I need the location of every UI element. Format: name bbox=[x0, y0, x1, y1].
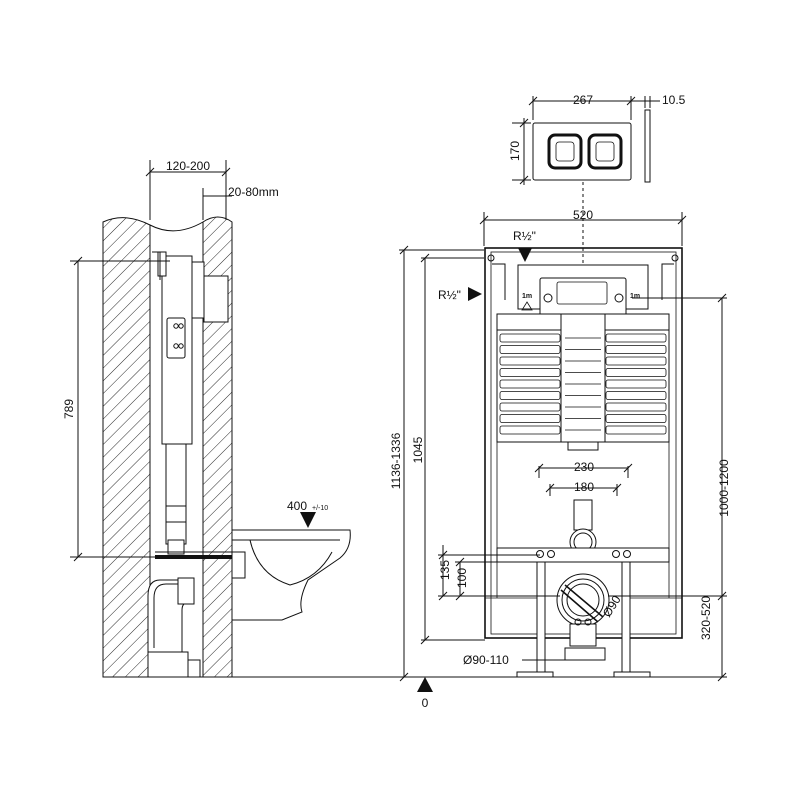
cistern-rib bbox=[499, 414, 561, 423]
cistern-rib bbox=[605, 333, 667, 343]
adjust-height-label: 1000-1200 bbox=[717, 459, 731, 517]
cistern-rib bbox=[605, 391, 667, 400]
cistern-rib bbox=[605, 356, 667, 366]
cistern-rib bbox=[605, 368, 667, 377]
cistern-ribs bbox=[499, 333, 667, 435]
flush-plate-view: 267 10.5 170 bbox=[508, 93, 686, 290]
cistern-rib bbox=[605, 425, 667, 435]
inlet-top-label: R½" bbox=[513, 229, 536, 243]
svg-text:1m: 1m bbox=[522, 293, 532, 300]
cistern-rib bbox=[499, 356, 561, 366]
frame-height-label: 1136-1336 bbox=[389, 432, 403, 489]
plate-width-label: 267 bbox=[573, 93, 593, 107]
outlet-height-label: 320-520 bbox=[699, 596, 713, 640]
left-leg bbox=[536, 561, 546, 675]
wc-bowl bbox=[231, 529, 351, 621]
front-view: 520 R½" R½" 1m 1m bbox=[389, 208, 731, 710]
bracket-outer-label: 230 bbox=[574, 460, 594, 474]
floor-label: 0 bbox=[422, 696, 429, 710]
wall-gap-label: 120-200 bbox=[166, 159, 210, 173]
bowl-height-label: 400 bbox=[287, 499, 307, 513]
flush-plate-profile bbox=[644, 109, 651, 183]
bracket-inner-label: 180 bbox=[574, 480, 594, 494]
floor-marker bbox=[417, 677, 433, 692]
cistern-rib bbox=[605, 402, 667, 412]
cistern-rib bbox=[605, 345, 667, 354]
cistern-rib bbox=[499, 391, 561, 400]
fix-inner-label: 100 bbox=[455, 568, 469, 588]
plate-depth-label: 10.5 bbox=[662, 93, 686, 107]
cistern-rib bbox=[499, 345, 561, 354]
cistern-rib bbox=[499, 368, 561, 377]
bowl-arrow bbox=[300, 512, 316, 528]
right-leg bbox=[621, 561, 631, 675]
inlet-side-arrow bbox=[468, 287, 482, 301]
frame-width-label: 520 bbox=[573, 208, 593, 222]
outlet-foot bbox=[564, 647, 606, 661]
fix-outer-label: 135 bbox=[438, 560, 452, 580]
inlet-top-arrow bbox=[518, 248, 532, 262]
flush-button-left bbox=[547, 133, 583, 170]
back-wall bbox=[102, 217, 151, 678]
outlet-label: Ø90-110 bbox=[463, 653, 509, 667]
cistern-rib bbox=[499, 425, 561, 435]
side-view: 120-200 20-80mm 789 400 +/-10 bbox=[62, 159, 420, 678]
bowl-tolerance: +/-10 bbox=[312, 505, 328, 512]
cistern-rib bbox=[499, 379, 561, 389]
flush-opening bbox=[539, 277, 627, 319]
svg-text:1m: 1m bbox=[630, 293, 640, 300]
plate-height-label: 170 bbox=[508, 141, 522, 161]
tile-label: 20-80mm bbox=[228, 185, 279, 199]
cistern-height-label: 1045 bbox=[411, 436, 425, 463]
cistern-rib bbox=[605, 414, 667, 423]
side-flush-plate bbox=[203, 275, 229, 323]
height-789-label: 789 bbox=[62, 399, 76, 419]
cistern-rib bbox=[605, 379, 667, 389]
cistern-rib bbox=[499, 333, 561, 343]
flush-button-right bbox=[587, 133, 623, 170]
cistern-rib bbox=[499, 402, 561, 412]
inlet-side-label: R½" bbox=[438, 288, 461, 302]
